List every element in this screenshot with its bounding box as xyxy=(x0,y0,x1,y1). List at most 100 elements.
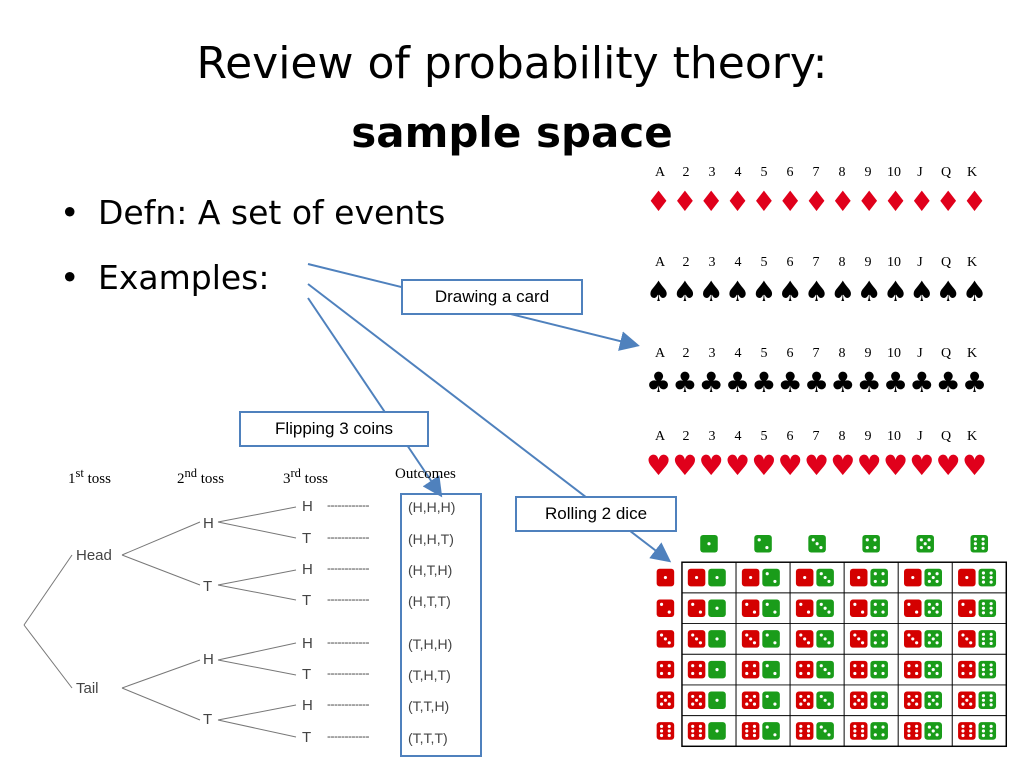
card-suit-symbol: ♥ xyxy=(751,449,777,482)
card-suit-symbol: ♦ xyxy=(724,185,751,218)
card-suit-symbol: ♣ xyxy=(646,366,672,399)
cell-red-die xyxy=(687,660,706,679)
third-toss-letter: H xyxy=(302,561,313,578)
cell-red-die xyxy=(849,691,868,710)
outcome-item: (H,T,T) xyxy=(408,593,451,609)
card-suit-symbol: ♣ xyxy=(961,366,988,399)
outcome-leader-dashes: ------------ xyxy=(327,729,369,743)
cell-red-die xyxy=(741,599,760,617)
slide-title: Review of probability theory: xyxy=(196,38,828,89)
card-rank: 3 xyxy=(708,165,716,180)
cell-green-die xyxy=(978,722,997,740)
third-toss-letter: H xyxy=(302,697,313,714)
cell-red-die xyxy=(849,722,868,740)
cell-red-die xyxy=(795,660,814,679)
card-suit-symbol: ♦ xyxy=(672,185,698,218)
card-rank: 8 xyxy=(838,165,846,180)
card-suit-symbol: ♣ xyxy=(777,366,803,399)
card-suit-symbol: ♦ xyxy=(803,185,830,218)
card-suit-symbol: ♠ xyxy=(751,275,777,308)
card-rank: J xyxy=(917,346,923,361)
card-rank: K xyxy=(966,429,978,444)
cell-red-die xyxy=(741,568,760,587)
card-rank: 8 xyxy=(838,346,846,361)
header-green-die xyxy=(916,534,934,553)
outcome-item: (H,T,H) xyxy=(408,562,453,578)
cell-green-die xyxy=(924,599,942,617)
cell-green-die xyxy=(924,568,942,587)
card-rank: 6 xyxy=(786,165,794,180)
cell-green-die xyxy=(762,568,780,587)
bullet-definition: •Defn: A set of events xyxy=(60,193,445,232)
card-rank: 5 xyxy=(760,255,768,270)
cell-green-die xyxy=(762,691,780,710)
card-rank: 9 xyxy=(864,255,872,270)
card-suit-symbol: ♠ xyxy=(698,275,724,308)
card-rank: 8 xyxy=(838,429,846,444)
cell-green-die xyxy=(708,568,726,587)
cell-red-die xyxy=(958,660,976,679)
card-suit-symbol: ♣ xyxy=(830,366,856,399)
card-rank: 9 xyxy=(864,165,872,180)
cell-red-die xyxy=(904,691,922,710)
card-rank: 4 xyxy=(734,346,742,361)
card-suit-symbol: ♠ xyxy=(777,275,803,308)
cell-green-die xyxy=(924,691,942,710)
slide-subtitle: sample space xyxy=(351,108,673,157)
cell-green-die xyxy=(708,630,726,648)
card-rank: 7 xyxy=(812,165,820,180)
bullet-examples: •Examples: xyxy=(60,258,269,297)
cell-red-die xyxy=(741,660,760,679)
cell-green-die xyxy=(978,691,997,710)
outcome-leader-dashes: ------------ xyxy=(327,697,369,711)
cell-red-die xyxy=(849,568,868,587)
card-rank: K xyxy=(966,255,978,270)
card-suit-symbol: ♠ xyxy=(672,275,698,308)
header-green-die xyxy=(700,534,718,553)
cell-red-die xyxy=(795,722,814,740)
card-rank: J xyxy=(917,165,923,180)
card-suit-symbol: ♠ xyxy=(882,275,909,308)
cell-red-die xyxy=(687,722,706,740)
card-suit-row: ♦♦♦♦♦♦♦♦♦♦♦♦♦ xyxy=(646,185,987,218)
outcome-leader-dashes: ------------ xyxy=(327,561,369,575)
card-rank: 10 xyxy=(887,255,901,270)
card-suit-symbol: ♥ xyxy=(856,449,882,482)
cell-green-die xyxy=(816,722,834,740)
header-toss-1: 1st toss xyxy=(68,466,111,487)
outcome-leader-dashes: ------------ xyxy=(327,592,369,606)
third-toss-letter: T xyxy=(302,729,312,746)
card-rank: 7 xyxy=(812,429,820,444)
bullet-text: Defn: A set of events xyxy=(98,193,446,232)
second-toss-t: T xyxy=(203,711,213,728)
cell-green-die xyxy=(870,630,888,648)
card-rank: 5 xyxy=(760,429,768,444)
cell-red-die xyxy=(958,630,976,648)
card-suit-symbol: ♠ xyxy=(935,275,961,308)
outcome-leader-dashes: ------------ xyxy=(327,530,369,544)
card-suit-symbol: ♦ xyxy=(646,185,672,218)
card-rank: A xyxy=(654,255,666,270)
cell-red-die xyxy=(687,599,706,617)
cell-green-die xyxy=(708,660,726,679)
header-red-die xyxy=(656,599,675,617)
cell-red-die xyxy=(904,599,922,617)
card-rank: 6 xyxy=(786,255,794,270)
bullet-text: Examples: xyxy=(98,258,270,297)
card-rank: 3 xyxy=(708,346,716,361)
cell-red-die xyxy=(904,722,922,740)
outcome-item: (T,T,H) xyxy=(408,698,450,714)
card-suit-row: ♥♥♥♥♥♥♥♥♥♥♥♥♥ xyxy=(646,449,987,482)
callout-rolling-dice: Rolling 2 dice xyxy=(515,496,677,532)
card-rank: 4 xyxy=(734,165,742,180)
cell-red-die xyxy=(958,691,976,710)
third-toss-letter: T xyxy=(302,666,312,683)
card-rank: J xyxy=(917,429,923,444)
card-rank: 10 xyxy=(887,346,901,361)
card-suit-symbol: ♥ xyxy=(909,449,935,482)
cell-green-die xyxy=(762,599,780,617)
header-toss-2: 2nd toss xyxy=(177,466,225,487)
cell-green-die xyxy=(870,599,888,617)
